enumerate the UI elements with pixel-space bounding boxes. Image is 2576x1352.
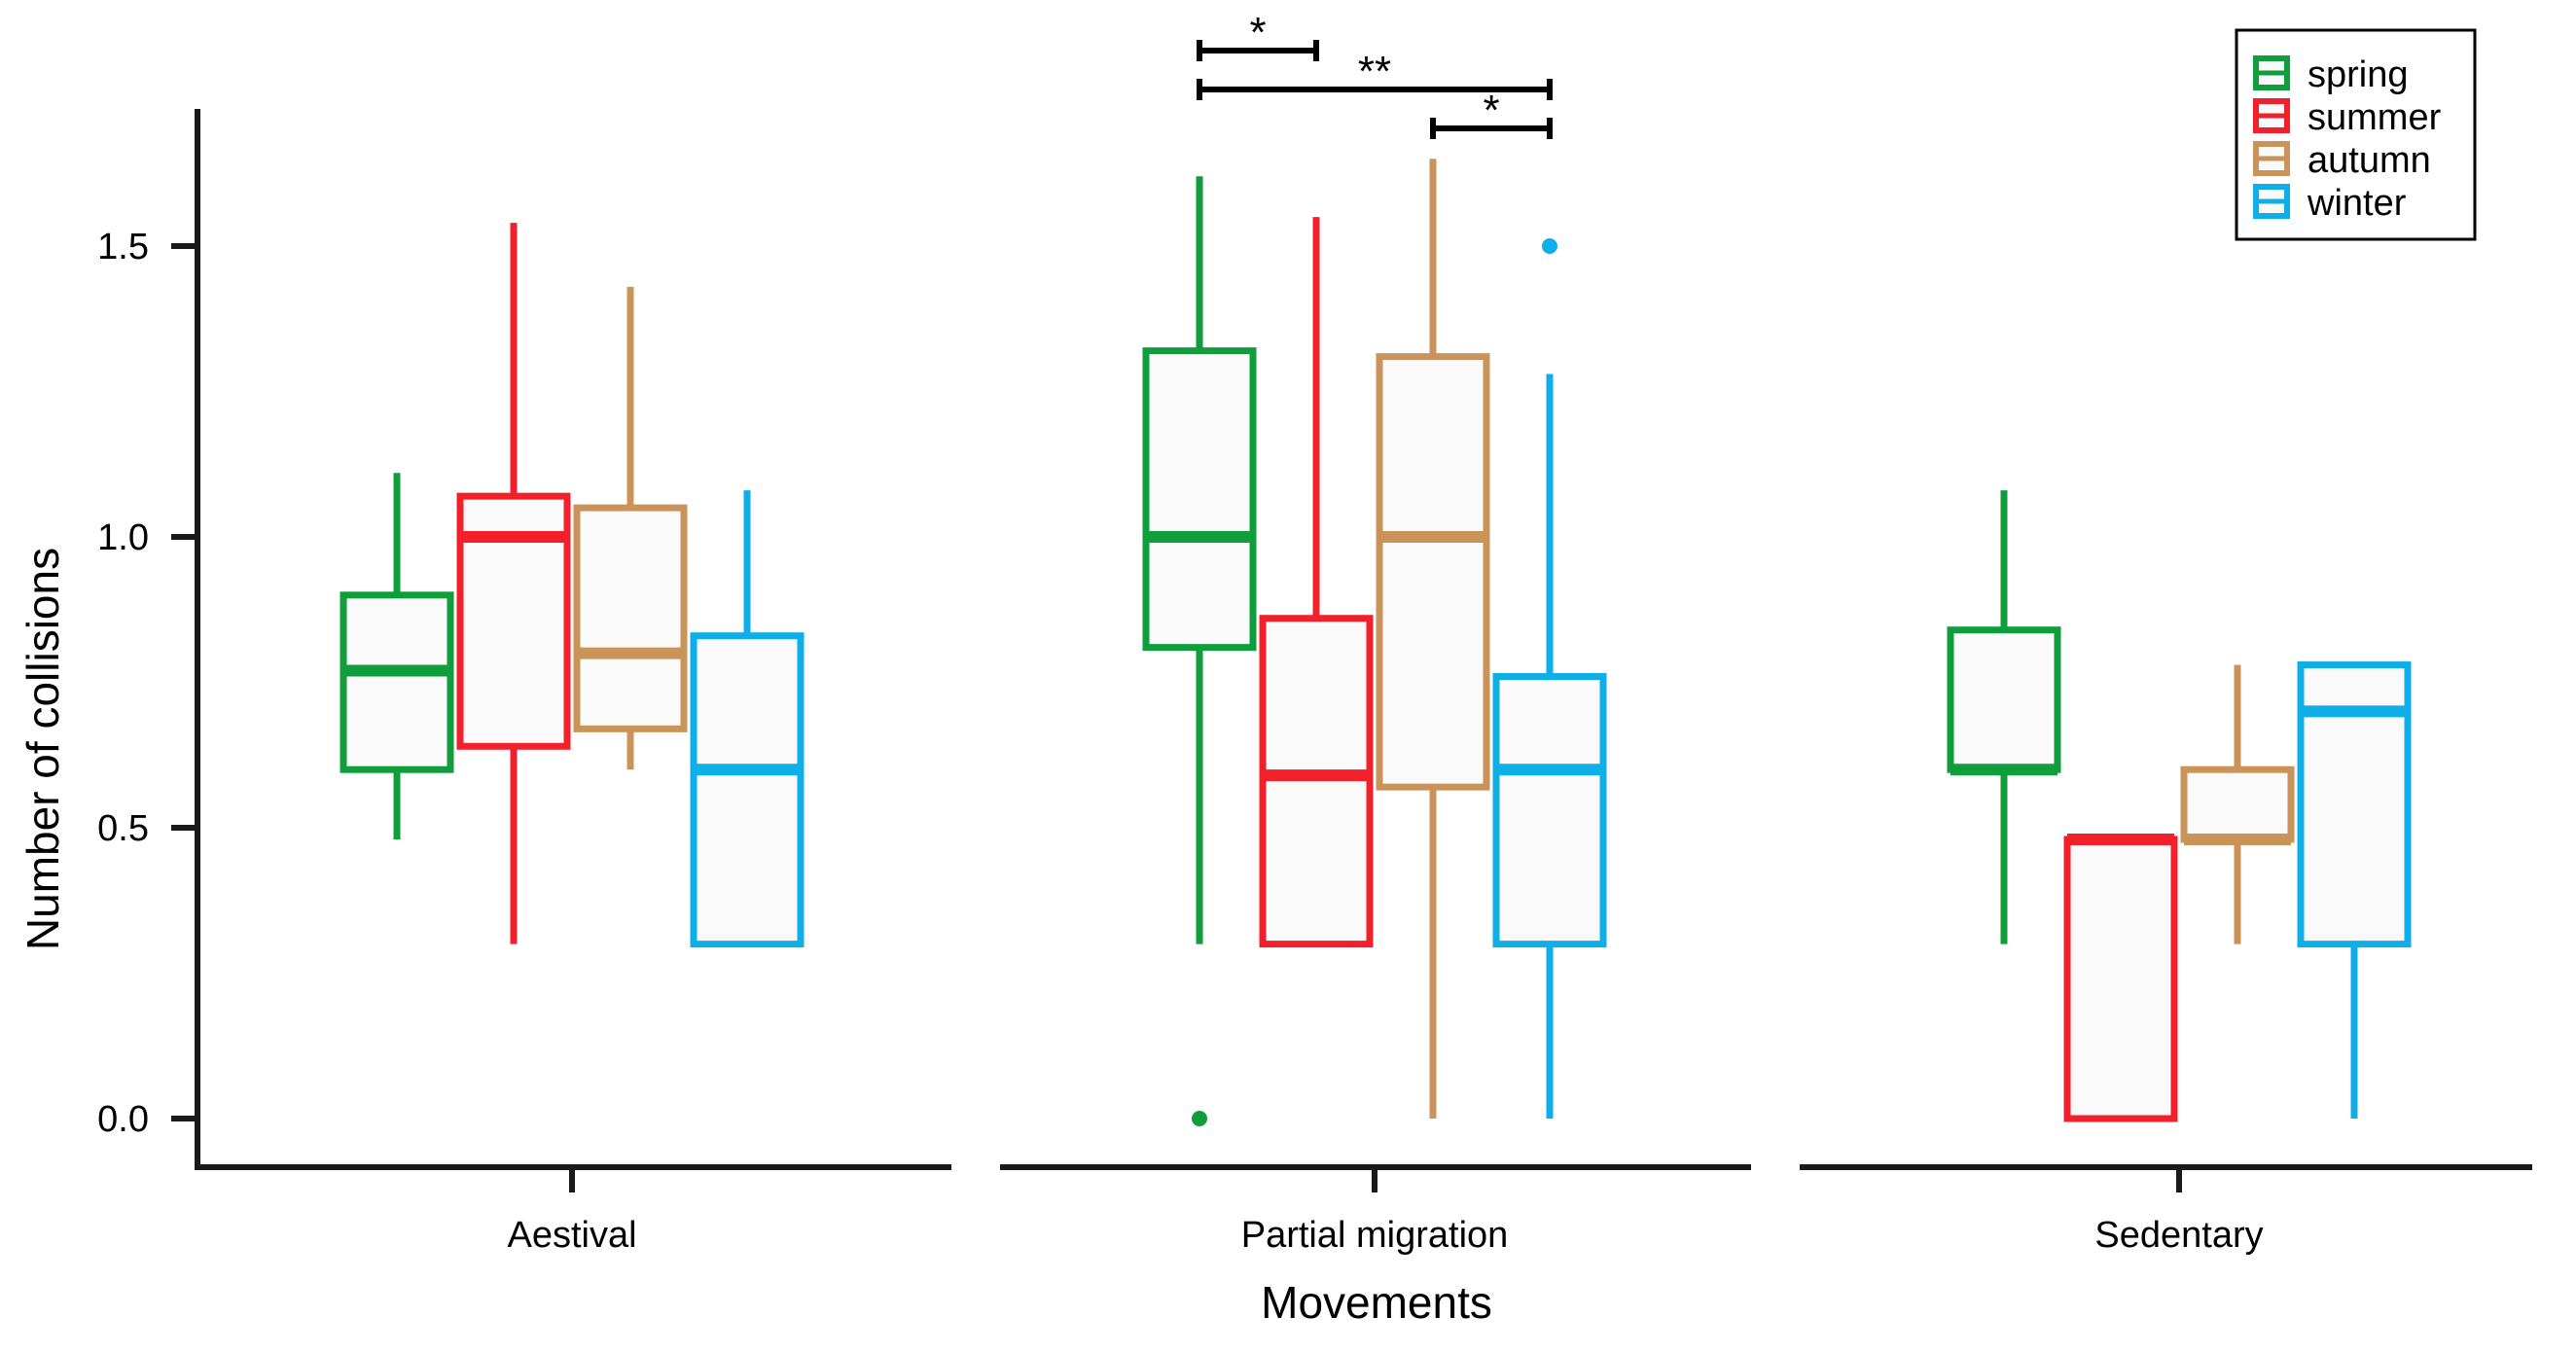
x-tick-label-aestival: Aestival <box>507 1215 636 1256</box>
y-tick-label: 1.5 <box>97 227 149 267</box>
y-tick-label: 0.0 <box>97 1099 149 1140</box>
outlier-point <box>1192 1111 1207 1126</box>
box-sedentary-winter <box>2297 661 2412 1119</box>
significance-bracket-1: * <box>1197 9 1319 61</box>
legend-label: autumn <box>2308 140 2431 181</box>
significance-label: ** <box>1358 48 1391 95</box>
y-tick-label: 1.0 <box>97 517 149 558</box>
significance-bracket-3: * <box>1430 87 1553 139</box>
box-partial-migration-autumn <box>1376 159 1490 1119</box>
box-aestival-spring <box>340 473 454 839</box>
y-axis-title: Number of collisions <box>18 548 68 950</box>
box-body <box>2063 836 2178 1122</box>
box-body <box>1142 347 1257 652</box>
box-body <box>1947 626 2061 773</box>
box-aestival-autumn <box>573 286 688 770</box>
box-body <box>340 591 454 773</box>
y-tick-label: 0.5 <box>97 808 149 849</box>
significance-label: * <box>1249 9 1266 56</box>
box-sedentary-spring <box>1947 490 2061 944</box>
box-body <box>690 632 805 948</box>
x-tick-label-partial-migration: Partial migration <box>1241 1215 1509 1256</box>
box-partial-migration-summer <box>1259 217 1374 948</box>
legend-label: summer <box>2308 97 2442 138</box>
box-sedentary-summer <box>2063 833 2178 1122</box>
legend-item-autumn: autumn <box>2253 140 2431 181</box>
box-aestival-summer <box>456 223 571 944</box>
box-body <box>2180 765 2295 843</box>
outlier-point <box>1542 238 1557 254</box>
legend-label: spring <box>2308 54 2409 95</box>
x-tick-label-sedentary: Sedentary <box>2094 1215 2263 1256</box>
significance-bracket-2: ** <box>1197 48 1553 100</box>
x-axis-title: Movements <box>1261 1277 1492 1328</box>
significance-layer: **** <box>1197 9 1553 139</box>
box-partial-migration-spring <box>1142 176 1257 1126</box>
legend-item-winter: winter <box>2253 183 2407 224</box>
boxes-layer <box>340 159 2412 1126</box>
panel-axes: Aestival Partial migration Sedentary <box>197 1164 2532 1256</box>
box-body <box>1492 673 1607 948</box>
significance-label: * <box>1483 87 1499 134</box>
box-partial-migration-winter <box>1492 238 1607 1119</box>
legend-item-spring: spring <box>2253 54 2409 95</box>
box-body <box>1376 353 1490 791</box>
box-sedentary-autumn <box>2180 664 2295 944</box>
box-body <box>573 504 688 732</box>
box-aestival-winter <box>690 490 805 948</box>
y-axis: 0.0 0.5 1.0 1.5 <box>97 109 200 1170</box>
legend-item-summer: summer <box>2253 97 2442 138</box>
legend-label: winter <box>2307 183 2407 224</box>
